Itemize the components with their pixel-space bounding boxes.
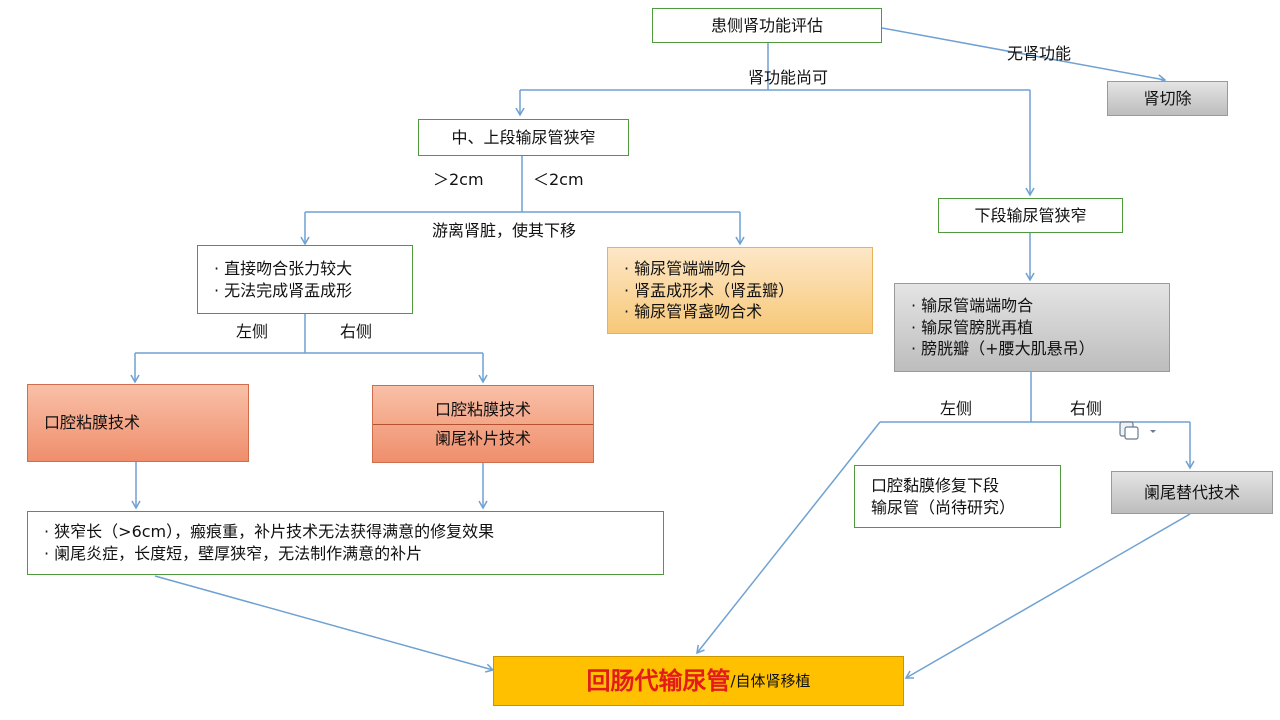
appendix-patch-label: 阑尾补片技术 bbox=[434, 428, 531, 448]
failure-line-2: · 阑尾炎症，长度短，壁厚狭窄，无法制作满意的补片 bbox=[44, 544, 423, 563]
arrow-appendix-to-final bbox=[904, 513, 1191, 679]
ileal-ureter-final-box: 回肠代输尿管 /自体肾移植 bbox=[493, 656, 904, 706]
label-lt-2cm: ＜2cm bbox=[533, 170, 584, 189]
autotransplant-suffix: /自体肾移植 bbox=[730, 671, 811, 690]
kidney-function-assessment: 患侧肾功能评估 bbox=[652, 8, 882, 43]
upper-options-box: · 输尿管端端吻合 · 肾盂成形术（肾盂瓣） · 输尿管肾盏吻合术 bbox=[607, 247, 873, 334]
label-left-side-2: 左侧 bbox=[940, 399, 973, 418]
lower-option-1: · 输尿管端端吻合 bbox=[911, 296, 1034, 316]
ileal-ureter-highlight: 回肠代输尿管 bbox=[586, 666, 731, 695]
lower-options-box: · 输尿管端端吻合 · 输尿管膀胱再植 · 膀胱瓣（+腰大肌悬吊） bbox=[894, 283, 1170, 372]
oral-appendix-divider bbox=[373, 423, 593, 425]
oral-mucosa-left-box: 口腔粘膜技术 bbox=[27, 384, 249, 462]
oral-appendix-right-box: 口腔粘膜技术 阑尾补片技术 bbox=[372, 385, 594, 463]
failure-conditions-box: · 狭窄长（>6cm），瘢痕重，补片技术无法获得满意的修复效果 · 阑尾炎症，长… bbox=[27, 511, 664, 575]
label-mobilize-kidney: 游离肾脏，使其下移 bbox=[432, 221, 577, 240]
lower-stricture-box: 下段输尿管狭窄 bbox=[938, 198, 1123, 233]
label-right-side-1: 右侧 bbox=[340, 322, 373, 341]
lower-option-3: · 膀胱瓣（+腰大肌悬吊） bbox=[911, 339, 1095, 359]
lower-option-2: · 输尿管膀胱再植 bbox=[911, 317, 1034, 337]
orange-option-3: · 输尿管肾盏吻合术 bbox=[624, 302, 763, 322]
upper-stricture-box: 中、上段输尿管狭窄 bbox=[418, 119, 629, 156]
oral-right-label: 口腔粘膜技术 bbox=[434, 399, 531, 419]
arrow-no-function bbox=[881, 27, 1167, 84]
appendix-replacement-box: 阑尾替代技术 bbox=[1111, 471, 1273, 514]
oral-lower-line-1: 口腔黏膜修复下段 bbox=[871, 475, 1000, 495]
label-left-side-1: 左侧 bbox=[236, 322, 269, 341]
label-no-function: 无肾功能 bbox=[1007, 44, 1072, 63]
oral-lower-box: 口腔黏膜修复下段 输尿管（尚待研究） bbox=[854, 465, 1061, 528]
label-right-side-2: 右侧 bbox=[1070, 399, 1103, 418]
paste-options-icon[interactable] bbox=[1118, 418, 1158, 446]
label-function-ok: 肾功能尚可 bbox=[748, 68, 829, 87]
tension-line-2: · 无法完成肾盂成形 bbox=[214, 280, 353, 300]
tension-box: · 直接吻合张力较大 · 无法完成肾盂成形 bbox=[197, 245, 413, 314]
failure-line-1: · 狭窄长（>6cm），瘢痕重，补片技术无法获得满意的修复效果 bbox=[44, 522, 495, 542]
orange-option-1: · 输尿管端端吻合 bbox=[624, 259, 747, 279]
nephrectomy-box: 肾切除 bbox=[1107, 81, 1228, 116]
tension-line-1: · 直接吻合张力较大 bbox=[214, 258, 353, 278]
arrow-failure-to-final bbox=[154, 575, 495, 673]
arrow-left-to-final bbox=[696, 421, 881, 655]
orange-option-2: · 肾盂成形术（肾盂瓣） bbox=[624, 280, 795, 300]
label-gt-2cm: ＞2cm bbox=[433, 170, 484, 189]
oral-lower-line-2: 输尿管（尚待研究） bbox=[871, 497, 1016, 517]
